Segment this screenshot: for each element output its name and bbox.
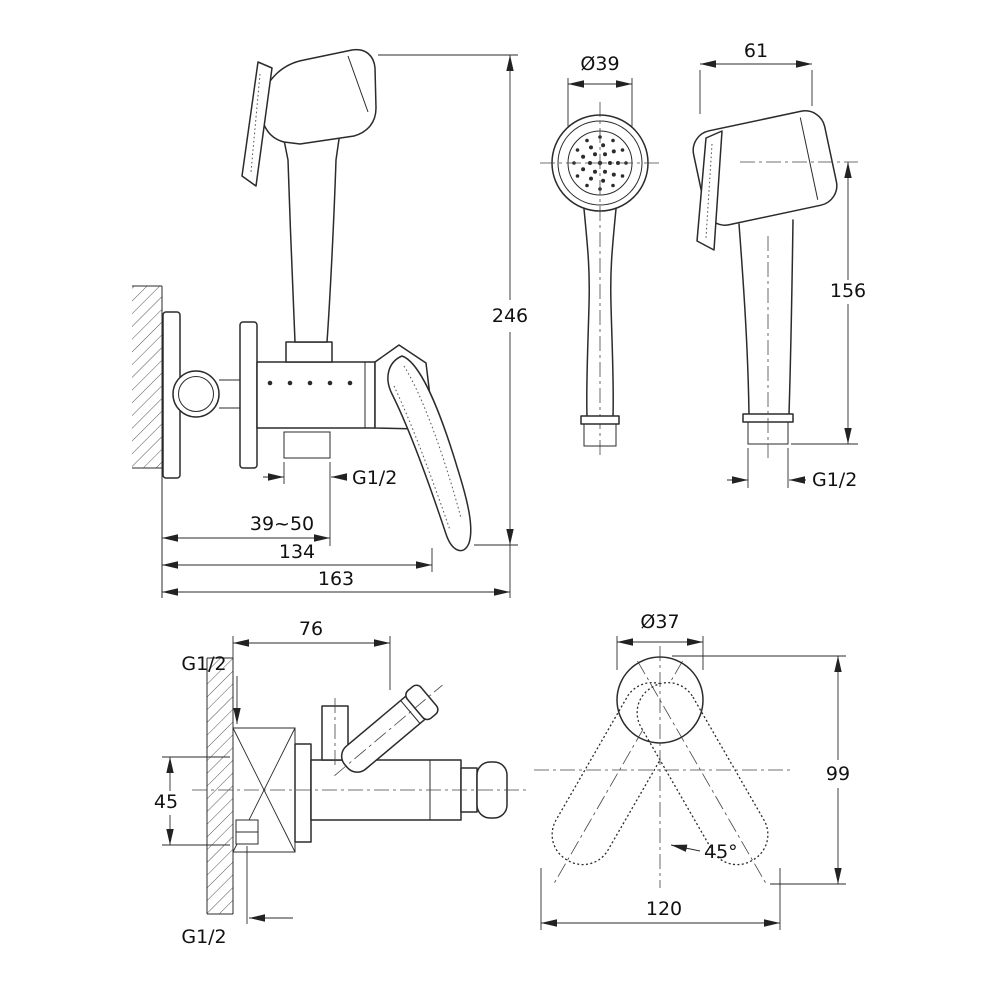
thread-label-handset-side: G1/2	[812, 469, 857, 491]
wall-hatch	[132, 286, 162, 468]
thread-label-mixer-top: G1/2	[181, 653, 226, 675]
dim-head-diameter-label: Ø39	[580, 53, 619, 75]
dim-head-width-label: 61	[744, 40, 768, 62]
spray-nozzles	[572, 135, 628, 191]
view-mixer-top: 76 G1/2 45 G1/2	[154, 618, 530, 948]
thread-label-side-assembly: G1/2	[352, 467, 397, 489]
view-handset-side: 61 156 G1/2	[692, 40, 866, 491]
dim-angle-label: 45°	[704, 841, 738, 863]
dim-height-label: 156	[830, 280, 866, 302]
dim-length-label: 99	[826, 763, 850, 785]
handshower-head	[260, 48, 377, 145]
dim-knob-diameter-label: Ø37	[640, 611, 679, 633]
hose-connector	[334, 684, 443, 776]
lever-lobe-right	[636, 660, 769, 884]
dim-width-inner-label: 134	[279, 541, 315, 563]
handle-left-edge	[583, 208, 590, 417]
handshower-handle	[283, 131, 341, 343]
flange-top-view	[294, 743, 312, 843]
dim-width-outer-label: 163	[318, 568, 354, 590]
handle-side-left-edge	[738, 223, 750, 415]
mixer-lever	[387, 355, 472, 552]
handle-right-edge	[610, 208, 617, 417]
view-handset-front: Ø39	[540, 53, 660, 458]
dim-holder-offset-label: 76	[299, 618, 323, 640]
dim-total-height-label: 246	[492, 305, 528, 327]
view-side-assembly: 246 G1/2 39~50 134 163	[132, 48, 528, 598]
outlet-thread	[283, 431, 331, 459]
handle-side-right-edge	[788, 219, 794, 415]
body-flange	[239, 321, 258, 469]
handle-thread	[583, 423, 617, 447]
dim-wall-adjust-label: 39~50	[250, 513, 314, 535]
inlet-circle	[172, 370, 220, 418]
view-lever-top: Ø37 99 120 45°	[534, 611, 850, 930]
holder-cup	[285, 341, 333, 363]
thread-label-mixer-bottom: G1/2	[181, 926, 226, 948]
mixer-body	[256, 361, 376, 429]
dim-width-label: 120	[646, 898, 682, 920]
dim-offset-label: 45	[154, 791, 178, 813]
handshower-head-side	[692, 110, 838, 226]
handshower-trigger	[241, 61, 273, 187]
wall-hatch-top	[207, 658, 233, 914]
